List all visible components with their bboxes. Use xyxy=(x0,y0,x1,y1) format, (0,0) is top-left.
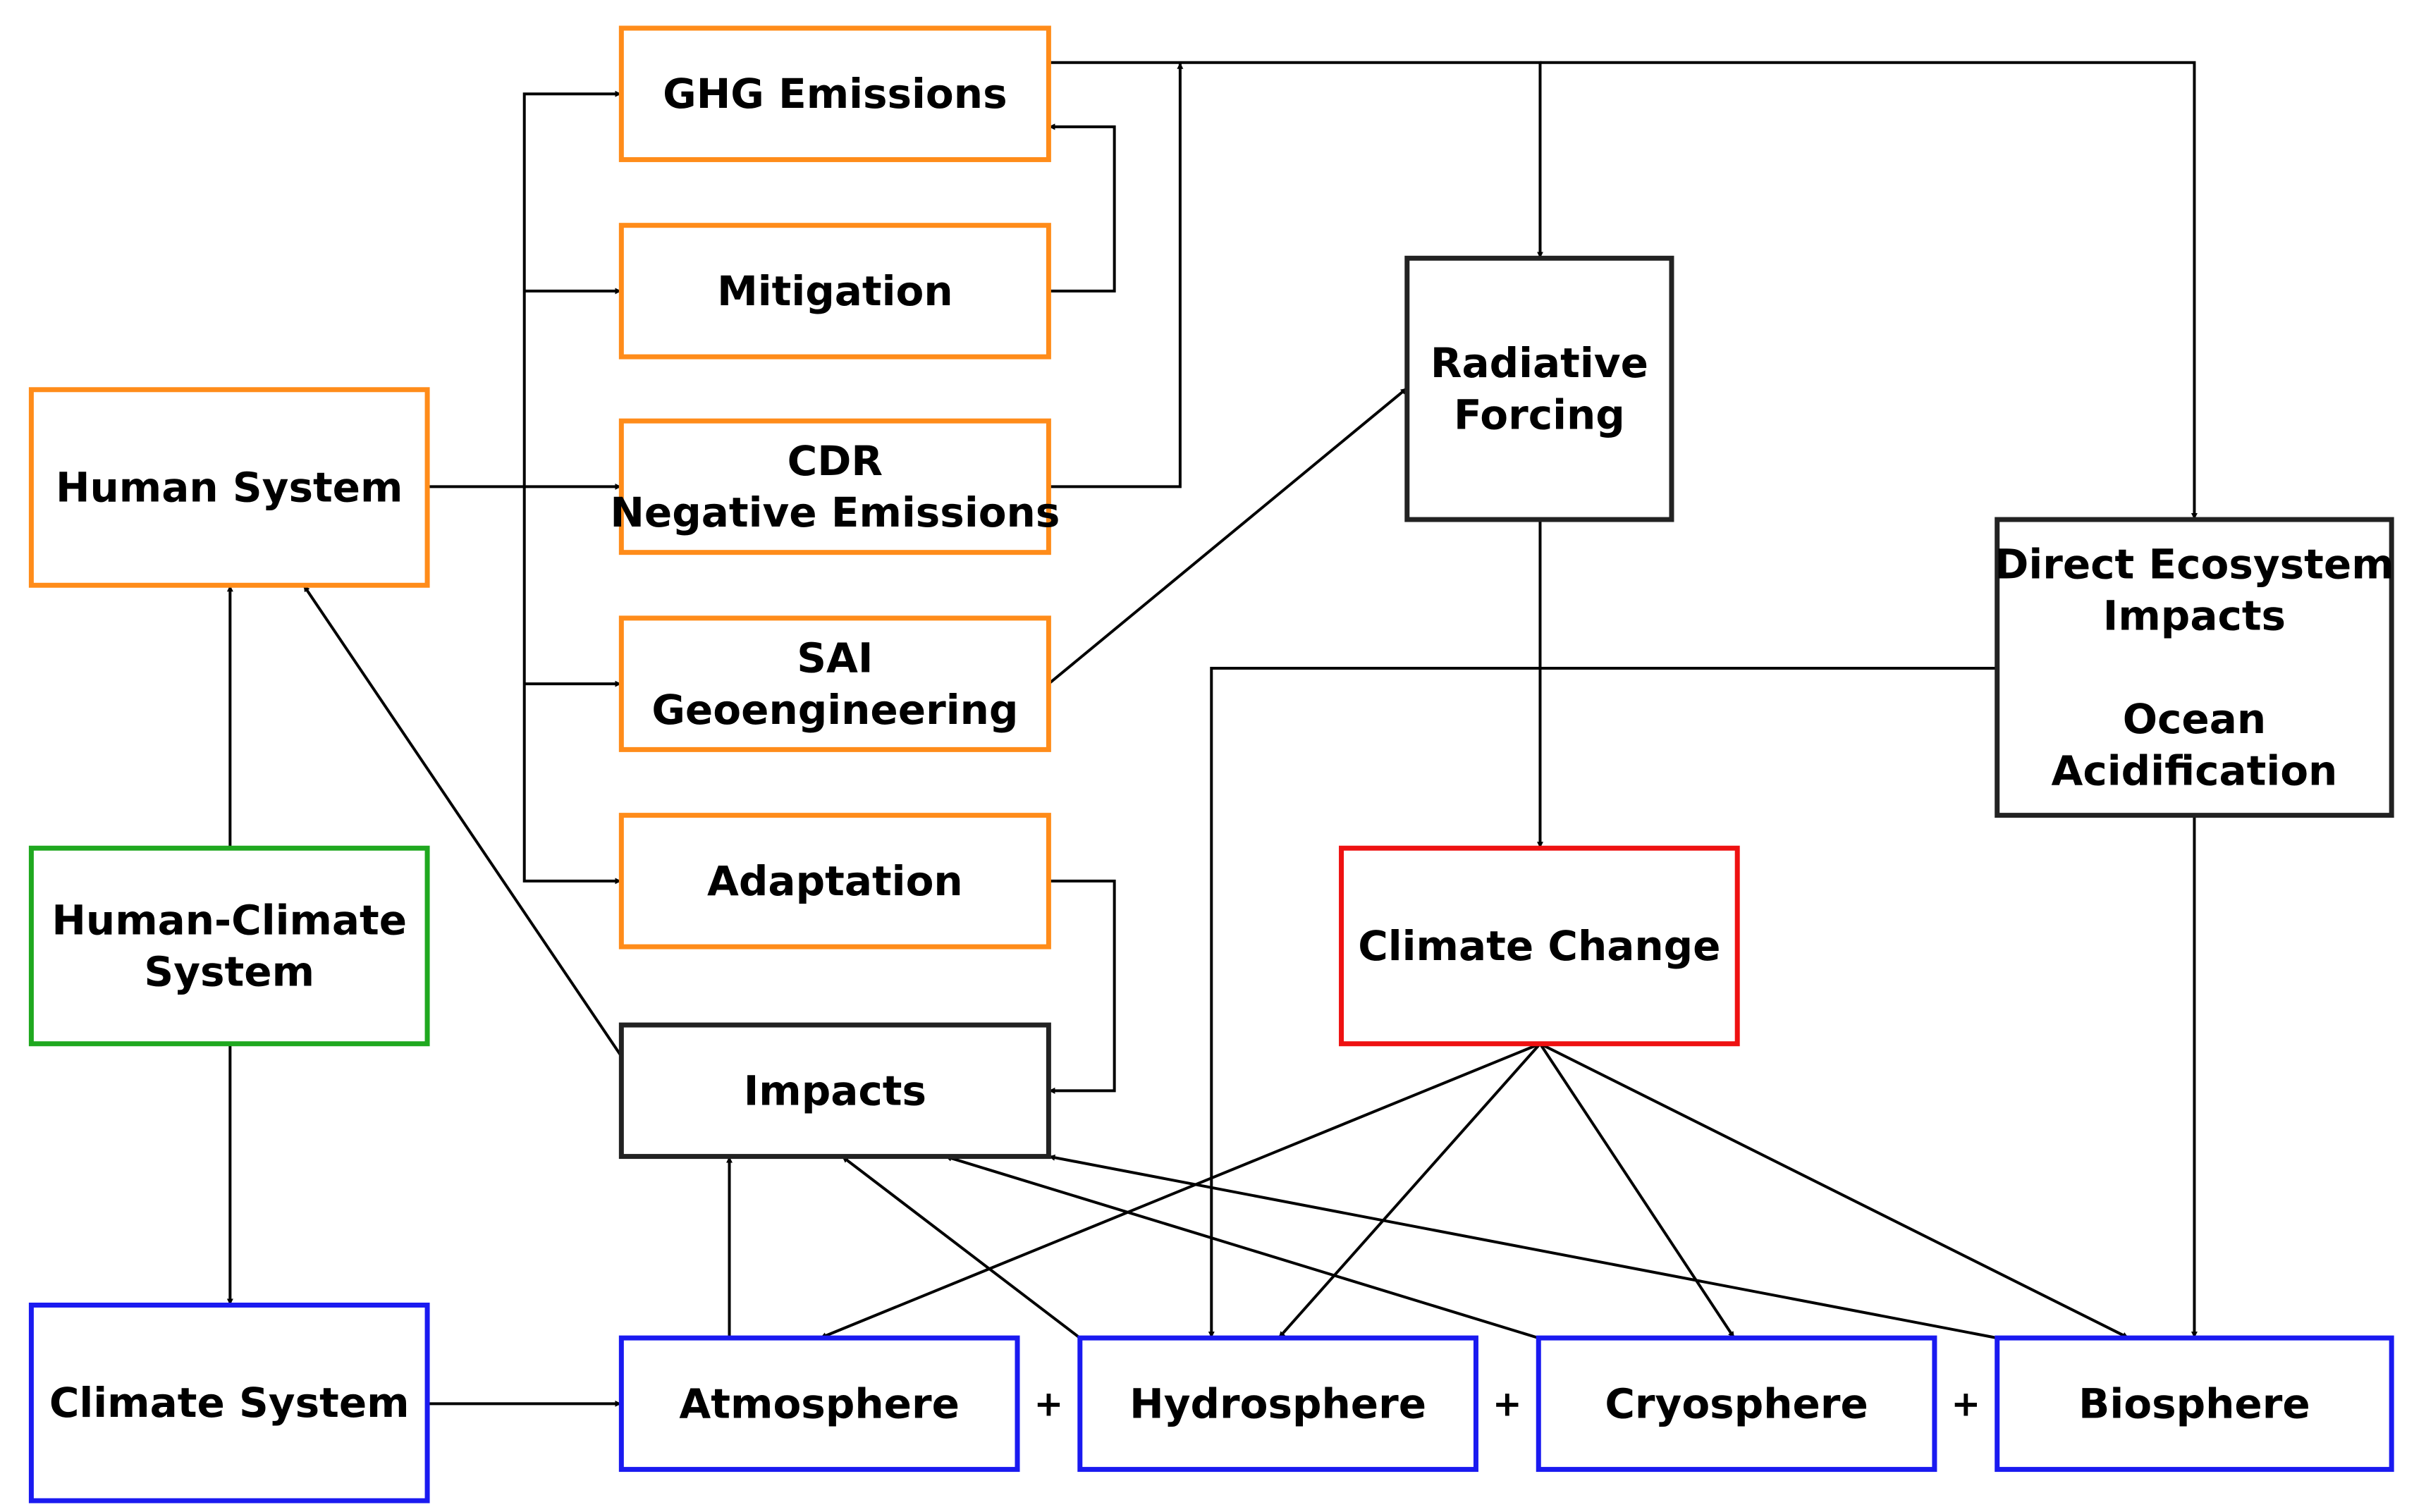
node-mitigation-label: Mitigation xyxy=(717,267,953,315)
arrow-climate-change-to-atmosphere xyxy=(819,1042,1541,1339)
node-hydrosphere-border xyxy=(1077,1335,1478,1473)
node-impacts-border xyxy=(618,1022,1051,1160)
node-cryosphere: Cryosphere xyxy=(1536,1335,1937,1473)
node-direct-ecosystem-label: Impacts xyxy=(2103,592,2286,640)
node-ghg-emissions-border xyxy=(618,25,1051,162)
arrow-direct-ecosystem-to-hydrosphere xyxy=(1208,666,1997,1339)
node-human-climate-system-border xyxy=(28,845,430,1047)
node-climate-change-border xyxy=(1339,845,1740,1047)
arrow-ghg-emissions-to-direct-ecosystem xyxy=(1540,61,2198,520)
arrow-human-system-to-adaptation xyxy=(522,486,622,885)
node-mitigation-border xyxy=(618,223,1051,359)
node-hydrosphere: Hydrosphere xyxy=(1077,1335,1478,1473)
arrow-ghg-emissions-to-radiative-forcing xyxy=(1048,61,1543,259)
node-sai-label: Geoengineering xyxy=(651,686,1018,734)
arrow-mitigation-to-ghg-emissions xyxy=(1048,123,1116,293)
arrow-adaptation-to-impacts xyxy=(1048,879,1116,1094)
arrow-cdr-to-ghg-emissions xyxy=(1048,62,1184,488)
arrow-climate-change-to-cryosphere xyxy=(1538,1043,1736,1339)
node-radiative-forcing-border xyxy=(1404,255,1674,522)
node-adaptation-label: Adaptation xyxy=(707,857,963,905)
node-ghg-emissions: GHG Emissions xyxy=(618,25,1051,162)
arrow-climate-change-to-hydrosphere xyxy=(1278,1043,1541,1339)
node-adaptation: Adaptation xyxy=(618,813,1051,949)
node-radiative-forcing-label: Radiative xyxy=(1431,339,1648,387)
node-mitigation: Mitigation xyxy=(618,223,1051,359)
node-cryosphere-border xyxy=(1536,1335,1937,1473)
node-radiative-forcing-label: Forcing xyxy=(1454,391,1625,438)
node-atmosphere-border xyxy=(618,1335,1020,1473)
node-human-system: Human System xyxy=(28,387,430,588)
node-ghg-emissions-label: GHG Emissions xyxy=(663,70,1007,118)
arrow-biosphere-to-impacts xyxy=(1048,1154,1998,1340)
arrow-cryosphere-to-impacts xyxy=(945,1155,1539,1340)
node-cdr-label: CDR xyxy=(788,437,883,485)
node-atmosphere: Atmosphere xyxy=(618,1335,1020,1473)
plus-sign: + xyxy=(1034,1383,1063,1424)
node-biosphere: Biosphere xyxy=(1995,1335,2394,1473)
node-cdr-label: Negative Emissions xyxy=(610,488,1060,536)
connector-layer xyxy=(226,61,2198,1407)
node-direct-ecosystem-label: Direct Ecosystem xyxy=(1995,540,2394,588)
arrow-sai-to-radiative-forcing xyxy=(1048,387,1409,685)
node-human-system-label: Human System xyxy=(56,464,403,512)
plus-sign: + xyxy=(1951,1383,1980,1424)
node-adaptation-border xyxy=(618,813,1051,949)
node-biosphere-border xyxy=(1995,1335,2394,1473)
arrow-hydrosphere-to-impacts xyxy=(841,1155,1082,1339)
arrow-impacts-to-human-system xyxy=(302,584,623,1057)
node-direct-ecosystem: Direct EcosystemImpactsOceanAcidificatio… xyxy=(1995,517,2394,818)
plus-layer: + + + xyxy=(1034,1383,1980,1424)
plus-sign: + xyxy=(1493,1383,1522,1424)
node-direct-ecosystem-label: Ocean xyxy=(2123,695,2266,743)
node-climate-system: Climate System xyxy=(28,1302,430,1504)
node-biosphere-label: Biosphere xyxy=(2078,1379,2310,1427)
node-cryosphere-label: Cryosphere xyxy=(1605,1379,1868,1427)
node-hydrosphere-label: Hydrosphere xyxy=(1129,1379,1426,1427)
node-direct-ecosystem-border xyxy=(1995,517,2394,818)
node-human-system-border xyxy=(28,387,430,588)
node-climate-change-label: Climate Change xyxy=(1358,922,1720,970)
node-sai-border xyxy=(618,615,1051,752)
node-direct-ecosystem-label: Acidification xyxy=(2052,746,2338,794)
arrow-climate-change-to-biosphere xyxy=(1539,1042,2130,1339)
node-human-climate-system-label: System xyxy=(144,948,314,996)
node-cdr-border xyxy=(618,418,1051,555)
node-human-climate-system-label: Human-Climate xyxy=(51,896,407,944)
node-atmosphere-label: Atmosphere xyxy=(679,1379,960,1427)
node-impacts-label: Impacts xyxy=(744,1067,926,1114)
node-climate-system-border xyxy=(28,1302,430,1504)
node-climate-system-label: Climate System xyxy=(49,1379,410,1427)
node-climate-change: Climate Change xyxy=(1339,845,1740,1047)
node-impacts: Impacts xyxy=(618,1022,1051,1160)
node-sai-label: SAI xyxy=(797,634,873,682)
